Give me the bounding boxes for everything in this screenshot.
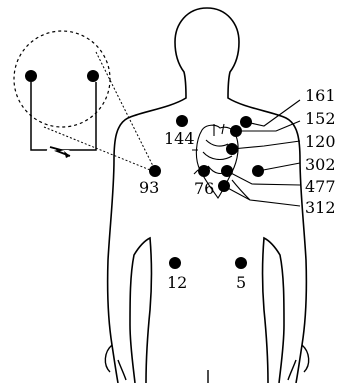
electrode-dot-76 <box>198 165 210 177</box>
label-12: 12 <box>167 273 187 292</box>
inset-electrode-right <box>87 70 99 82</box>
label-5: 5 <box>236 273 246 292</box>
label-312: 312 <box>305 198 336 217</box>
right-hand-outline <box>288 345 309 380</box>
electrode-dot-12 <box>169 257 181 269</box>
label-76: 76 <box>194 179 214 198</box>
electrode-dot-5 <box>235 257 247 269</box>
label-477: 477 <box>305 177 336 196</box>
label-161: 161 <box>305 86 336 105</box>
lightning-icon <box>46 146 70 159</box>
inset-circuit-wire <box>31 82 96 150</box>
left-hand-outline <box>105 345 126 380</box>
label-144: 144 <box>164 129 195 148</box>
electrode-dot-93 <box>149 165 161 177</box>
label-152: 152 <box>305 109 336 128</box>
electrode-dot-144 <box>176 115 188 127</box>
label-120: 120 <box>305 132 336 151</box>
inset-electrode-left <box>25 70 37 82</box>
label-93: 93 <box>139 178 159 197</box>
inset-connector-top <box>96 52 155 170</box>
label-302: 302 <box>305 155 336 174</box>
